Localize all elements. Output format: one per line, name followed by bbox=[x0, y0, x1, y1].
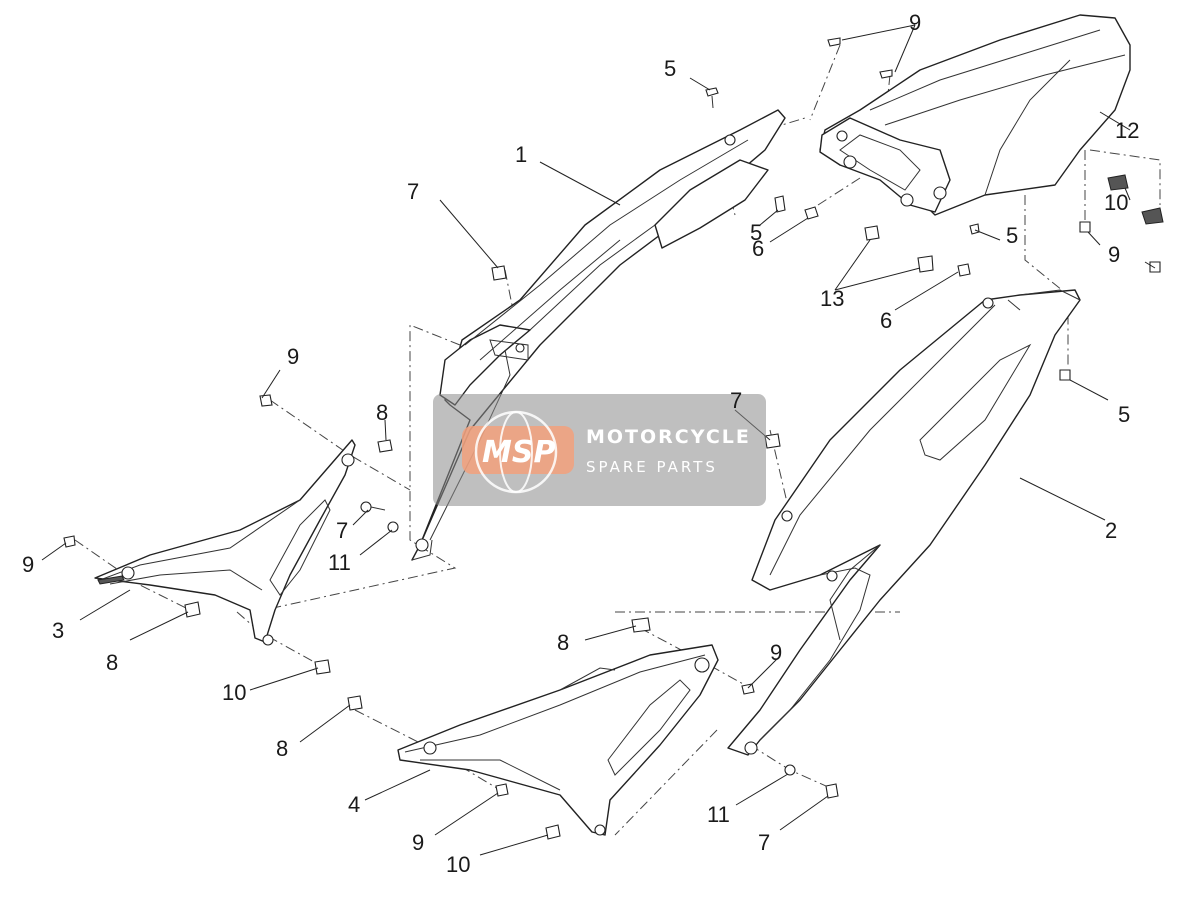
watermark-logo-text: MSP bbox=[482, 435, 555, 470]
watermark-line-2: SPARE PARTS bbox=[586, 458, 718, 476]
callout-labels: 1 2 3 4 5 5 5 5 6 6 7 7 7 7 8 8 8 8 9 9 … bbox=[22, 10, 1139, 877]
callout-6a: 6 bbox=[752, 236, 764, 261]
callout-12: 12 bbox=[1115, 118, 1139, 143]
callout-4: 4 bbox=[348, 792, 360, 817]
callout-13: 13 bbox=[820, 286, 844, 311]
globe-meridian bbox=[499, 411, 533, 493]
watermark-line-1: MOTORCYCLE bbox=[586, 426, 751, 448]
callout-6b: 6 bbox=[880, 308, 892, 333]
callout-5a: 5 bbox=[664, 56, 676, 81]
callout-9b: 9 bbox=[22, 552, 34, 577]
callout-9a: 9 bbox=[287, 344, 299, 369]
callout-8d: 8 bbox=[557, 630, 569, 655]
callout-10b: 10 bbox=[222, 680, 246, 705]
callout-5b: 5 bbox=[750, 220, 762, 245]
callout-10c: 10 bbox=[446, 852, 470, 877]
callout-9d: 9 bbox=[1108, 242, 1120, 267]
callout-5c: 5 bbox=[1006, 223, 1018, 248]
callout-7d: 7 bbox=[758, 830, 770, 855]
callout-11a: 11 bbox=[328, 550, 351, 575]
leader-lines bbox=[41, 24, 1156, 856]
part-12-tail-seat bbox=[819, 14, 1131, 216]
callout-8b: 8 bbox=[106, 650, 118, 675]
part-1-left-rear-cover bbox=[411, 109, 786, 561]
hardware bbox=[63, 37, 1164, 840]
callout-9f: 9 bbox=[412, 830, 424, 855]
callout-9e: 9 bbox=[770, 640, 782, 665]
callout-7a: 7 bbox=[407, 179, 419, 204]
part-3-left-side-panel bbox=[94, 439, 356, 646]
callout-3: 3 bbox=[52, 618, 64, 643]
callout-2: 2 bbox=[1105, 518, 1117, 543]
watermark: MSP MOTORCYCLE SPARE PARTS bbox=[433, 394, 766, 506]
part-4-lower-side-panel bbox=[397, 644, 719, 836]
callout-5d: 5 bbox=[1118, 402, 1130, 427]
watermark-box bbox=[433, 394, 766, 506]
part-2-right-rear-cover bbox=[727, 289, 1081, 756]
callout-9c: 9 bbox=[909, 10, 921, 35]
callout-7c: 7 bbox=[336, 518, 348, 543]
callout-7b: 7 bbox=[730, 388, 742, 413]
callout-8a: 8 bbox=[376, 400, 388, 425]
callout-8c: 8 bbox=[276, 736, 288, 761]
callout-1: 1 bbox=[515, 142, 527, 167]
watermark-logo-badge bbox=[462, 426, 574, 474]
callout-11b: 11 bbox=[707, 802, 730, 827]
callout-10a: 10 bbox=[1104, 190, 1128, 215]
